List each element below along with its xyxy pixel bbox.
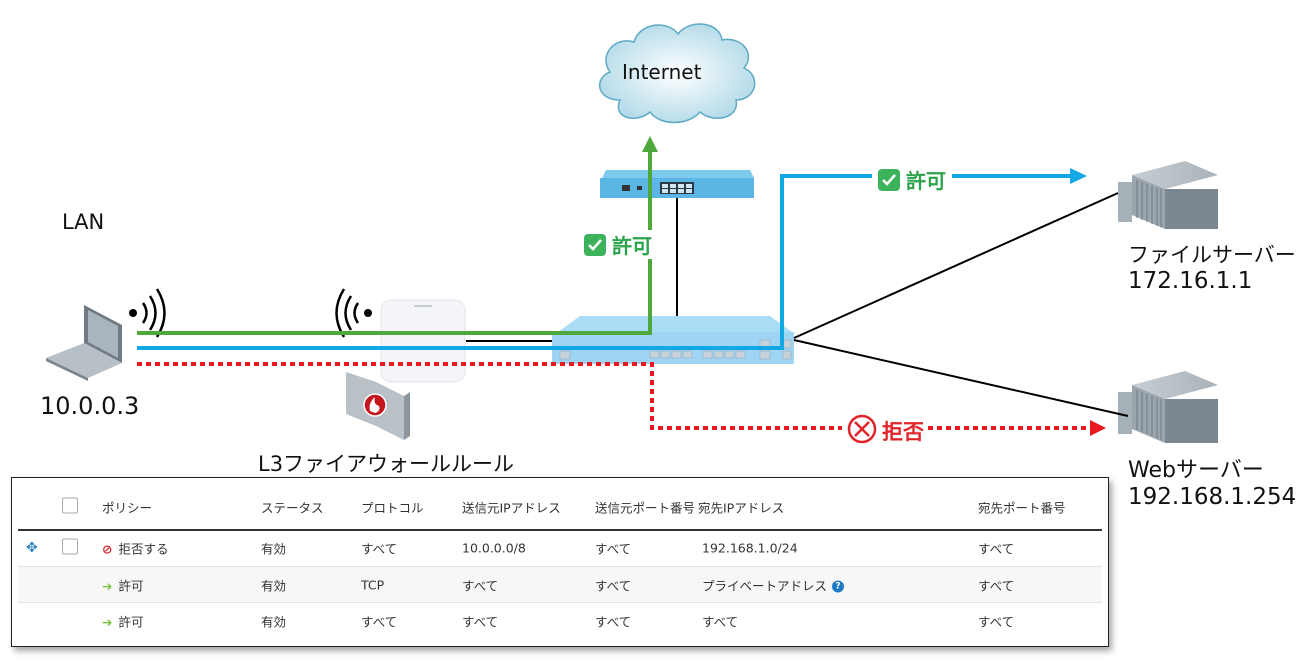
row-protocol: すべて	[361, 541, 398, 557]
table-row[interactable]: ✥ ⊘拒否する 有効 すべて 10.0.0.0/8 すべて 192.168.1.…	[18, 530, 1102, 567]
row-policy: ➔許可	[102, 614, 144, 629]
deny-flow-arrowhead	[1090, 420, 1106, 436]
internet-cloud-icon	[599, 23, 756, 124]
file-server-ip: 172.16.1.1	[1128, 268, 1253, 294]
select-all-checkbox[interactable]	[62, 497, 78, 517]
header-src-ip: 送信元IPアドレス	[462, 500, 561, 516]
router-device-icon	[600, 170, 754, 198]
table-row[interactable]: ➔許可 有効 すべて すべて すべて すべて すべて	[18, 603, 1102, 638]
check-icon	[878, 168, 900, 191]
lan-label: LAN	[62, 210, 105, 234]
access-point-icon	[380, 299, 466, 383]
firewall-rule-label: L3ファイアウォールルール	[258, 452, 515, 476]
row-policy: ➔許可	[102, 578, 144, 593]
row-status: 有効	[261, 541, 287, 557]
deny-icon: ⊘	[102, 541, 113, 557]
row-status: 有効	[261, 578, 287, 593]
row-src-ip: すべて	[462, 578, 499, 593]
help-icon[interactable]: ?	[832, 580, 845, 593]
file-server-label: ファイルサーバー 172.16.1.1	[1128, 242, 1296, 294]
row-protocol: すべて	[361, 614, 398, 629]
row-status: 有効	[261, 614, 287, 629]
switch-fileserver-link	[793, 192, 1119, 339]
row-dst-ip: プライベートアドレス?	[702, 575, 845, 594]
switch-device-icon	[552, 316, 794, 364]
web-server-name: Webサーバー	[1128, 458, 1264, 483]
switch-webserver-link	[793, 339, 1129, 417]
file-server-allow-tag: 許可	[872, 165, 952, 194]
header-src-port: 送信元ポート番号	[595, 500, 696, 516]
file-server-flow-arrowhead	[1070, 168, 1087, 184]
deny-cross-icon	[846, 413, 878, 449]
internet-allow-text: 許可	[612, 234, 652, 258]
arrow-right-icon: ➔	[102, 614, 113, 629]
file-server-icon	[1118, 161, 1218, 229]
web-server-ip: 192.168.1.254	[1128, 484, 1297, 510]
table-row[interactable]: ➔許可 有効 TCP すべて すべて プライベートアドレス? すべて	[18, 567, 1102, 603]
internet-allow-flow	[137, 150, 652, 335]
row-src-ip: 10.0.0.0/8	[462, 540, 526, 556]
web-server-deny-flow	[137, 362, 1092, 430]
row-dst-port: すべて	[978, 578, 1015, 593]
row-src-port: すべて	[595, 541, 632, 557]
row-dst-ip: 192.168.1.0/24	[702, 540, 798, 556]
row-dst-ip: すべて	[702, 614, 739, 629]
row-dst-port: すべて	[978, 614, 1015, 629]
drag-handle-icon[interactable]: ✥	[26, 540, 38, 556]
row-src-port: すべて	[595, 578, 632, 593]
web-server-icon	[1118, 371, 1218, 443]
internet-allow-tag: 許可	[578, 230, 658, 259]
row-src-ip: すべて	[462, 614, 499, 629]
row-protocol: TCP	[361, 577, 385, 592]
file-server-allow-text: 許可	[906, 169, 946, 193]
header-protocol: プロトコル	[361, 500, 424, 516]
firewall-icon	[346, 372, 410, 440]
web-server-deny-text: 拒否	[882, 420, 924, 444]
internet-label: Internet	[622, 60, 702, 84]
header-dst-port: 宛先ポート番号	[978, 500, 1066, 516]
row-dst-port: すべて	[978, 541, 1015, 557]
firewall-rules-table: ポリシー ステータス プロトコル 送信元IPアドレス 送信元ポート番号 宛先IP…	[11, 477, 1109, 647]
wireless-signal-ap-icon	[335, 288, 372, 338]
web-server-deny-tag: 拒否	[842, 413, 928, 449]
web-server-label: Webサーバー 192.168.1.254	[1128, 458, 1296, 510]
header-policy: ポリシー	[102, 500, 153, 516]
header-dst-ip: 宛先IPアドレス	[698, 500, 785, 516]
wireless-signal-laptop-icon	[129, 288, 166, 338]
file-server-name: ファイルサーバー	[1128, 243, 1296, 267]
arrow-right-icon: ➔	[102, 578, 113, 593]
row-policy: ⊘拒否する	[102, 541, 169, 557]
internet-flow-arrowhead	[642, 136, 658, 152]
table-header-row: ポリシー ステータス プロトコル 送信元IPアドレス 送信元ポート番号 宛先IP…	[18, 485, 1102, 531]
row-src-port: すべて	[595, 614, 632, 629]
laptop-icon	[46, 305, 122, 381]
row-checkbox[interactable]	[62, 538, 78, 558]
header-status: ステータス	[261, 500, 324, 516]
laptop-ip-label: 10.0.0.3	[40, 392, 140, 420]
check-icon	[584, 233, 606, 256]
